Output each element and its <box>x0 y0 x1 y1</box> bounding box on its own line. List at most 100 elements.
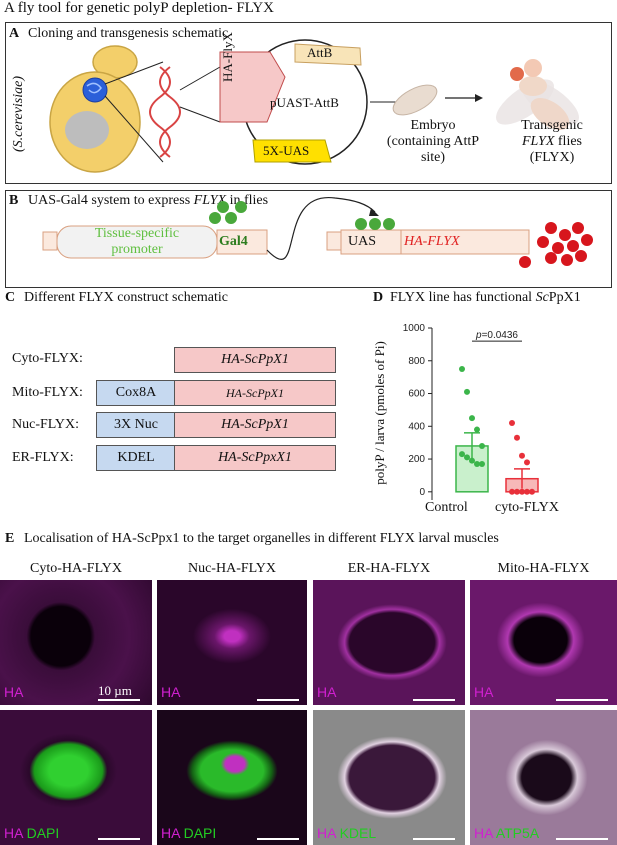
micrograph-mito-ha: HA <box>470 580 617 705</box>
micrograph-cyto-ha: HA 10 µm <box>0 580 152 705</box>
chart-category-1: cyto-FLYX <box>495 500 559 515</box>
figure-title: A fly tool for genetic polyP depletion- … <box>4 0 274 16</box>
dna-helix-icon <box>149 66 181 158</box>
data-point <box>514 488 520 495</box>
promoter-label-1: Tissue-specific <box>94 226 180 241</box>
data-point <box>519 452 525 459</box>
nuc-row-name: Nuc-FLYX: <box>12 417 80 432</box>
fly-label: Transgenic FLYX flies (FLYX) <box>497 118 607 166</box>
col-title-nuc: Nuc-HA-FLYX <box>187 561 277 576</box>
data-point <box>529 488 535 495</box>
promoter-label: Tissue-specific promoter <box>57 226 217 258</box>
data-point <box>519 488 525 495</box>
gal4-box <box>216 229 268 255</box>
panel-d-title-ital: Sc <box>535 290 549 305</box>
data-point <box>459 451 465 458</box>
p-value-label: p=0.0436 <box>475 330 518 341</box>
plasmid-name-label: pUAST-AttB <box>270 95 339 110</box>
label-cyto-merge-a: HA <box>4 825 23 841</box>
scale-bar-6 <box>257 838 299 840</box>
col-title-mito: Mito-HA-FLYX <box>497 561 590 576</box>
y-tick-label: 200 <box>408 454 425 465</box>
scale-bar-4 <box>556 699 608 701</box>
yeast-nucleus <box>82 77 108 103</box>
fly-label-1: Transgenic <box>521 118 583 133</box>
panel-a-frame <box>5 22 612 184</box>
data-point <box>524 459 530 466</box>
scale-bar-5 <box>98 838 140 840</box>
data-point <box>509 488 515 495</box>
panel-b-letter: B <box>9 193 19 208</box>
data-point <box>469 457 475 464</box>
label-er-merge: HA KDEL <box>317 825 376 841</box>
micrograph-er-merge: HA KDEL <box>313 710 465 845</box>
nuc-tag-box: 3X Nuc <box>96 412 176 438</box>
data-point <box>474 426 480 433</box>
col-title-cyto: Cyto-HA-FLYX <box>30 561 122 576</box>
panel-b-title-pre: UAS-Gal4 system to express <box>28 193 194 208</box>
plasmid-insert-label: HA-FlyX <box>220 32 235 82</box>
label-mito-merge-a: HA <box>474 825 493 841</box>
cyto-protein-box: HA-ScPpX1 <box>174 347 336 373</box>
fly-label-2: FLYX <box>521 134 555 149</box>
plasmid-uas-label: 5X-UAS <box>263 143 310 158</box>
y-tick-label: 1000 <box>403 323 426 334</box>
data-point <box>514 434 520 441</box>
gal4-arrow <box>266 197 376 260</box>
micrograph-cyto-merge: HA DAPI <box>0 710 152 845</box>
panel-a-diagram <box>49 39 579 173</box>
data-point <box>524 488 530 495</box>
data-point <box>464 388 470 395</box>
gal4-label: Gal4 <box>219 234 248 249</box>
mito-tag-box: Cox8A <box>96 380 176 406</box>
panel-d-title-post: PpX1 <box>548 290 581 305</box>
er-protein-box: HA-ScPpxX1 <box>174 445 336 471</box>
chart-category-0: Control <box>425 500 468 515</box>
plasmid-attb <box>294 43 362 66</box>
fly-label-3: flies <box>557 134 582 149</box>
data-point <box>469 415 475 422</box>
panel-e-letter: E <box>5 531 15 546</box>
label-nuc-merge-a: HA <box>161 825 180 841</box>
y-tick-label: 400 <box>408 421 425 432</box>
panel-c-title: Different FLYX construct schematic <box>24 290 228 305</box>
label-cyto-merge: HA DAPI <box>4 825 59 841</box>
label-mito-merge: HA ATP5A <box>474 825 539 841</box>
plasmid-insert <box>219 51 286 123</box>
hafl-box <box>400 229 530 255</box>
scale-bar-8 <box>556 838 608 840</box>
er-row-name: ER-FLYX: <box>12 450 74 465</box>
panel-d-title-pre: FLYX line has functional <box>390 290 536 305</box>
panel-b-frame <box>5 190 612 288</box>
mito-row-name: Mito-FLYX: <box>12 385 83 400</box>
hafl-label: HA-FLYX <box>404 234 460 249</box>
scale-bar-7 <box>413 838 455 840</box>
uas-box <box>340 229 402 255</box>
data-point <box>509 420 515 427</box>
label-mito-merge-b: ATP5A <box>495 825 540 841</box>
micrograph-nuc-ha: HA <box>157 580 307 705</box>
scale-bar-3 <box>413 699 455 701</box>
fly-icon <box>496 59 579 130</box>
y-tick-label: 0 <box>419 487 425 498</box>
er-tag-box: KDEL <box>96 445 176 471</box>
micrograph-er-ha: HA <box>313 580 465 705</box>
yeast-label: (S.cerevisiae) <box>11 75 26 153</box>
scale-bar-2 <box>257 699 299 701</box>
label-nuc-merge-b: DAPI <box>183 825 217 841</box>
y-tick-label: 600 <box>408 389 425 400</box>
panel-a-title: Cloning and transgenesis schematic <box>28 26 229 41</box>
data-point <box>479 460 485 467</box>
embryo-label: Embryo (containing AttP site) <box>386 118 480 165</box>
panel-c-letter: C <box>5 290 16 305</box>
yeast-vacuole <box>65 111 109 149</box>
panel-b-diagram <box>42 197 593 268</box>
panel-d-title: FLYX line has functional ScPpX1 <box>390 290 581 306</box>
cyto-row-name: Cyto-FLYX: <box>12 351 83 366</box>
label-nuc-ha: HA <box>161 684 181 700</box>
uas-label: UAS <box>348 234 377 249</box>
label-nuc-merge: HA DAPI <box>161 825 216 841</box>
data-point <box>474 460 480 467</box>
promoter-label-2: promoter <box>111 242 163 257</box>
